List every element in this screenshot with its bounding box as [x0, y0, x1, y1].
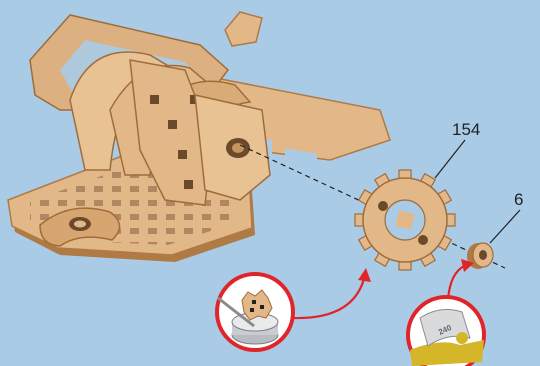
gear-part-label: 154	[452, 120, 480, 139]
sandpaper-tip-bubble: 240	[408, 297, 484, 366]
spacer-part-label: 6	[514, 190, 523, 209]
wax-tip-bubble	[217, 274, 293, 350]
